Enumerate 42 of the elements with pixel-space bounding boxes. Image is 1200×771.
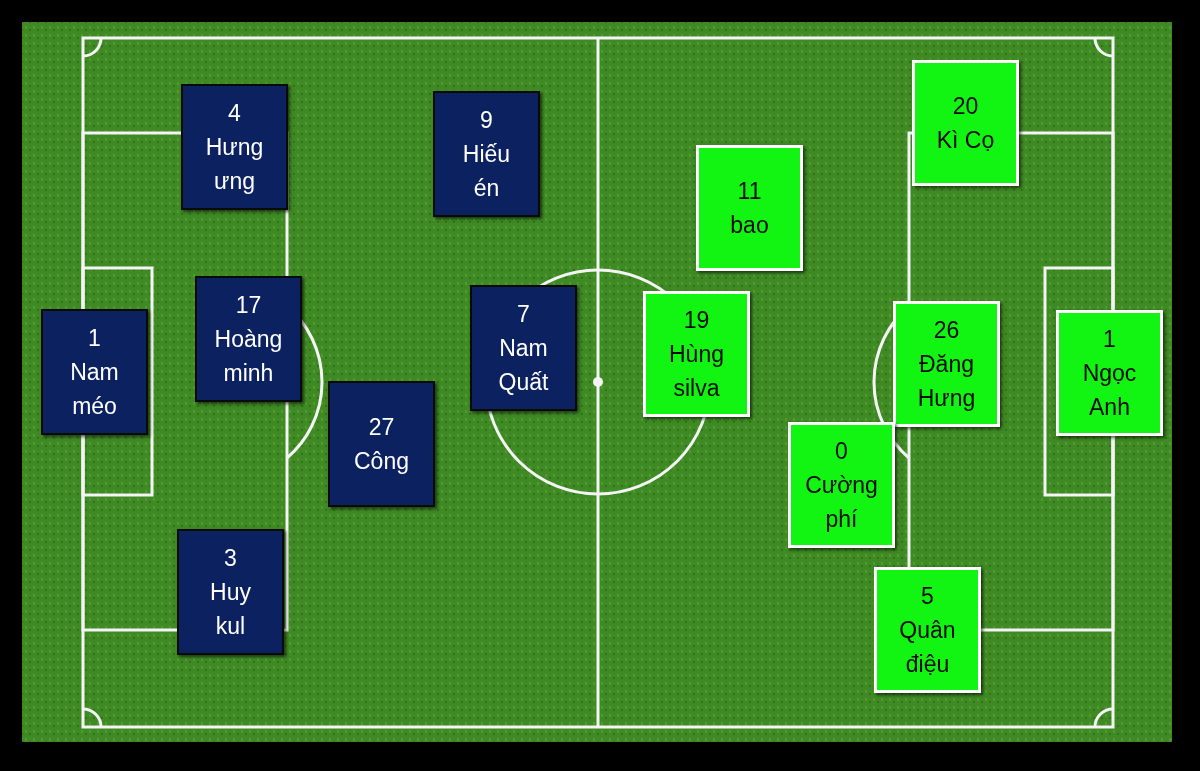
player-name: Hoàng minh [213, 325, 284, 388]
player-card [328, 381, 435, 507]
player-number: 26 [933, 316, 960, 345]
player-card [181, 84, 288, 210]
player-card [470, 285, 577, 411]
player-number: 1 [88, 324, 101, 353]
player-number: 20 [952, 92, 979, 121]
player-name: Hiếu én [461, 140, 512, 203]
player-number: 19 [683, 306, 710, 335]
player-name: Ngọc Anh [1081, 359, 1138, 422]
player-name: Nam Quất [497, 334, 550, 397]
player-number: 3 [224, 544, 237, 573]
player-number: 27 [368, 413, 395, 442]
player-name: Huy kul [209, 578, 252, 641]
player-name: Hùng silva [668, 340, 725, 403]
player-number: 1 [1103, 325, 1116, 354]
player-name: Hưng ưng [204, 133, 265, 196]
player-card [1056, 310, 1163, 436]
player-card [41, 309, 148, 435]
player-card [643, 291, 750, 417]
player-number: 0 [835, 437, 848, 466]
player-name: Cường phí [804, 471, 879, 534]
player-name: Đăng Hưng [916, 350, 977, 413]
player-card [195, 276, 302, 402]
player-card [696, 145, 803, 271]
player-card [177, 529, 284, 655]
player-number: 7 [517, 300, 530, 329]
player-name: Quân điệu [898, 616, 957, 679]
player-number: 17 [235, 291, 262, 320]
player-card [874, 567, 981, 693]
player-name: bao [730, 211, 769, 240]
player-card [893, 301, 1000, 427]
player-card [912, 60, 1019, 186]
player-number: 4 [228, 99, 241, 128]
player-card [788, 422, 895, 548]
player-name: Công [354, 447, 409, 476]
player-number: 11 [737, 177, 762, 206]
player-card [433, 91, 540, 217]
player-number: 5 [921, 582, 934, 611]
player-number: 9 [480, 106, 493, 135]
player-name: Nam méo [69, 358, 120, 421]
player-name: Kì Cọ [936, 126, 995, 155]
